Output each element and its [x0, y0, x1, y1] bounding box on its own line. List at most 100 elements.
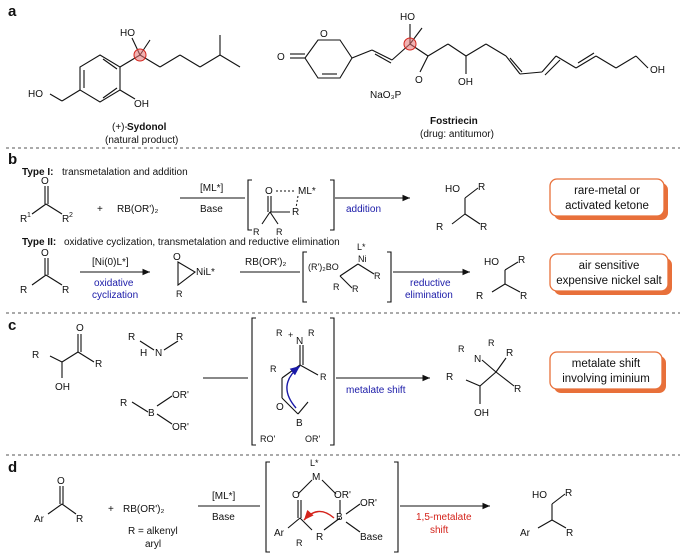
t1-int-o: O	[265, 186, 273, 197]
t1-int-ml: ML*	[298, 186, 316, 197]
prod-c-oh: OH	[474, 408, 489, 419]
callout-type1-line2: activated ketone	[565, 200, 649, 212]
nickelacycle-nil: NiL*	[196, 267, 215, 278]
c-ketone-o: O	[76, 323, 84, 334]
t1-ketone-o: O	[41, 176, 49, 187]
fostriecin-atom-oh2: OH	[650, 65, 665, 76]
prod-c-r1: R	[446, 372, 453, 383]
d-int-or1: OR'	[334, 490, 351, 501]
callout-type2-line1: air sensitive	[579, 260, 640, 272]
boronate-r: R	[120, 398, 127, 409]
callout-type2	[549, 253, 672, 295]
c-ketone-r1: R	[32, 350, 39, 361]
imin-o: O	[276, 402, 284, 413]
type1-step: addition	[346, 204, 381, 215]
iminium-intermediate	[251, 317, 335, 446]
c-step: metalate shift	[346, 385, 406, 396]
callout-c-line2: involving iminium	[562, 373, 650, 385]
d-int-b: B	[336, 512, 343, 523]
ketone-type2	[31, 258, 63, 286]
type2-step1-line1: oxidative	[94, 278, 134, 289]
d-prod-ar: Ar	[520, 528, 531, 539]
imin-ro: RO'	[260, 434, 276, 444]
type2-step2-line2: elimination	[405, 290, 453, 301]
c-ketone-oh: OH	[55, 382, 70, 393]
t2-int-r: R	[374, 271, 381, 281]
t1-ketone-r2-sup: 2	[69, 212, 73, 219]
d-intermediate	[265, 461, 399, 553]
c-ketone-r2: R	[95, 359, 102, 370]
d-rdef-line2: aryl	[145, 539, 161, 550]
d-ketone-ar: Ar	[34, 514, 45, 525]
t1-prod-ho: HO	[445, 184, 460, 195]
ketone-type1	[31, 186, 63, 215]
callout-type2-line2: expensive nickel salt	[556, 275, 662, 287]
t2-prod-r2: R	[520, 291, 527, 302]
boronate-b: B	[148, 408, 155, 419]
d-int-r: R	[316, 532, 323, 543]
t2-ketone-r2: R	[62, 285, 69, 296]
type1-intermediate	[247, 179, 335, 231]
d-int-ar: Ar	[274, 528, 285, 539]
d-int-o1: O	[292, 490, 300, 501]
callout-type1	[549, 178, 668, 220]
d-int-lstar: L*	[310, 458, 319, 468]
nickelacycle-r2: R	[176, 289, 183, 299]
t2-int-bo: (R')₂BO	[308, 262, 339, 272]
type2-step1-line2: cyclization	[92, 290, 138, 301]
prod-c-r4: R	[488, 338, 495, 348]
boronate	[131, 395, 173, 425]
d-plus: +	[108, 504, 114, 515]
type1-plus: +	[97, 204, 103, 215]
amine	[139, 340, 179, 351]
prod-c-n: N	[474, 354, 481, 365]
fostriecin-atom-o1: O	[277, 52, 285, 63]
t2-ketone-o: O	[41, 248, 49, 259]
imin-plus: +	[288, 330, 293, 340]
amine-n: N	[155, 348, 162, 359]
imin-r1: R	[270, 364, 277, 374]
d-catalyst: [ML*]	[212, 491, 236, 502]
fostriecin-atom-oh1: OH	[458, 77, 473, 88]
imin-n: N	[296, 336, 303, 347]
t1-prod-r2: R	[480, 222, 487, 233]
fostriecin-name: Fostriecin	[430, 116, 478, 127]
panel-label-a: a	[8, 3, 17, 20]
type2-catalyst: [Ni(0)L*]	[92, 257, 129, 268]
fostriecin-note: (drug: antitumor)	[420, 129, 494, 140]
type1-reagent: RB(OR')₂	[117, 204, 158, 215]
d-ketone-r1: R	[76, 514, 83, 525]
boronate-or1: OR'	[172, 390, 189, 401]
sydonol-atom-oh: OH	[134, 99, 149, 110]
sydonol-prefix: (+)-	[112, 122, 128, 133]
t1-prod-r1: R	[436, 222, 443, 233]
d-prod-r1: R	[566, 528, 573, 539]
type2-desc: oxidative cyclization, transmetalation a…	[64, 237, 340, 248]
d-prod-ho: HO	[532, 490, 547, 501]
t1-ketone-r1-sup: 1	[27, 212, 31, 219]
d-int-or2: OR'	[360, 498, 377, 509]
sydonol-structure	[49, 35, 241, 103]
aminoalcohol-product	[465, 357, 515, 404]
sydonol-name: Sydonol	[127, 122, 167, 133]
d-step-line2: shift	[430, 525, 449, 536]
type1-title: Type I:	[22, 167, 53, 178]
fostriecin-atom-naop: NaO₃P	[370, 90, 402, 101]
prod-c-r: R	[506, 348, 513, 359]
d-int-base: Base	[360, 532, 383, 543]
t2-prod-r1: R	[476, 291, 483, 302]
d-step-line1: 1,5-metalate	[416, 512, 472, 523]
t2-prod-ho: HO	[484, 257, 499, 268]
fostriecin-atom-o3: O	[415, 75, 423, 86]
nickelacycle	[177, 261, 196, 287]
sydonol-atom-ho: HO	[120, 28, 135, 39]
t2-int-ni: Ni	[358, 254, 367, 264]
type2-intermediate	[302, 251, 392, 303]
nickelacycle-o: O	[173, 252, 181, 263]
imin-b: B	[296, 418, 303, 429]
d-int-m: M	[312, 472, 320, 483]
imin-r2: R	[320, 372, 327, 382]
imin-or: OR'	[305, 434, 321, 444]
boronate-or2: OR'	[172, 422, 189, 433]
t1-int-r2: R	[276, 227, 283, 237]
